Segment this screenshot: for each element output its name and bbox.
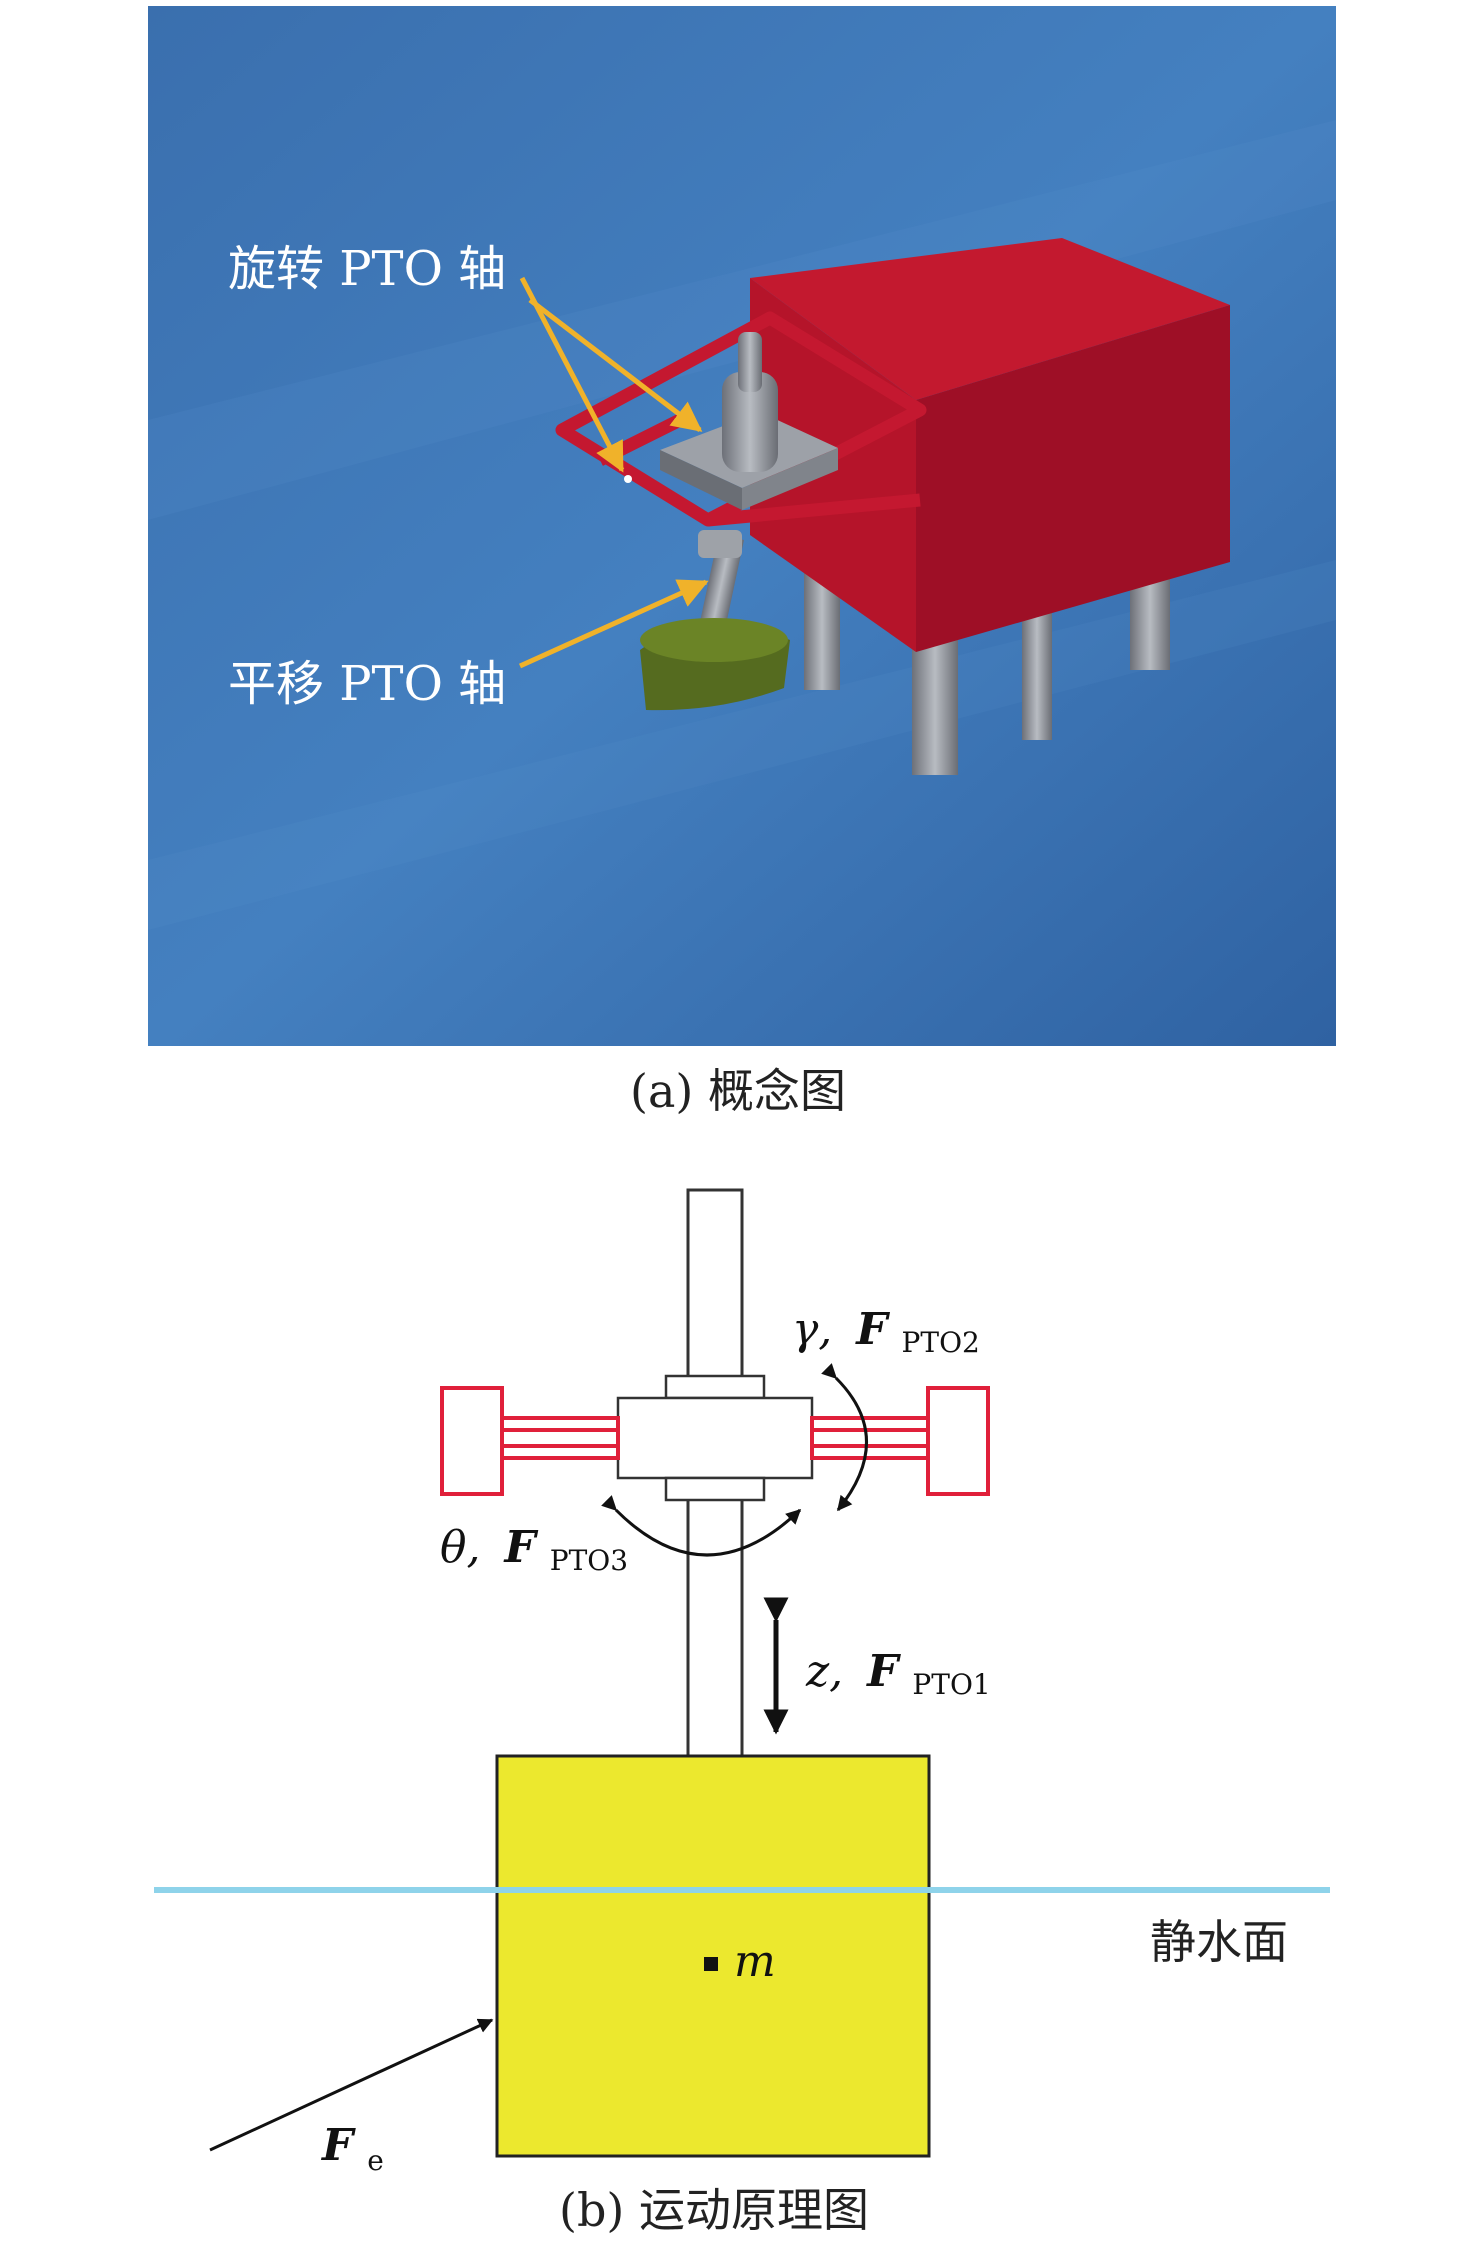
hub-body [616, 1396, 814, 1480]
frame-pin [624, 475, 632, 483]
translation-shaft-label: 平移 PTO 轴 [228, 656, 506, 712]
excitation-label: F e [320, 2120, 384, 2177]
caption-a: (a) 概念图 [630, 1064, 846, 1118]
rotation-callout-arrow-1 [528, 298, 703, 432]
hub-top [664, 1374, 766, 1400]
kinematic-diagram: γ, F PTO2 θ, F PTO3 z, F PTO1 静水面 m F e [154, 1188, 1330, 2177]
excitation-arrow [209, 2018, 494, 2152]
rotation-pto-box-side [742, 448, 838, 510]
rotation-shaft-label: 旋转 PTO 轴 [228, 241, 506, 297]
housing-top [750, 238, 1230, 400]
float-box [495, 1754, 931, 2158]
translation-shaft-collar [698, 530, 742, 558]
water-surface-label: 静水面 [1150, 1915, 1288, 1969]
hub-bottom [664, 1476, 766, 1502]
z-label: z, F PTO1 [805, 1646, 991, 1701]
theta-arrow [601, 1495, 802, 1557]
gamma-label: γ, F PTO2 [792, 1304, 980, 1359]
mass-center-dot [704, 1957, 718, 1971]
rotation-callout-arrow-2 [519, 276, 625, 473]
housing-front [916, 305, 1230, 652]
translation-callout-arrow [518, 579, 709, 669]
concept-render: 旋转 PTO 轴 平移 PTO 轴 [148, 6, 1336, 1046]
theta-label: θ, F PTO3 [440, 1522, 628, 1577]
rotation-pto-box-front [660, 450, 742, 510]
rotation-shaft-top [738, 332, 762, 392]
gamma-arrow [821, 1363, 868, 1512]
caption-b: (b) 运动原理图 [559, 2183, 869, 2237]
float-top [640, 618, 788, 662]
mass-label: m [734, 1936, 776, 1987]
rotation-shaft-housing [722, 372, 778, 472]
